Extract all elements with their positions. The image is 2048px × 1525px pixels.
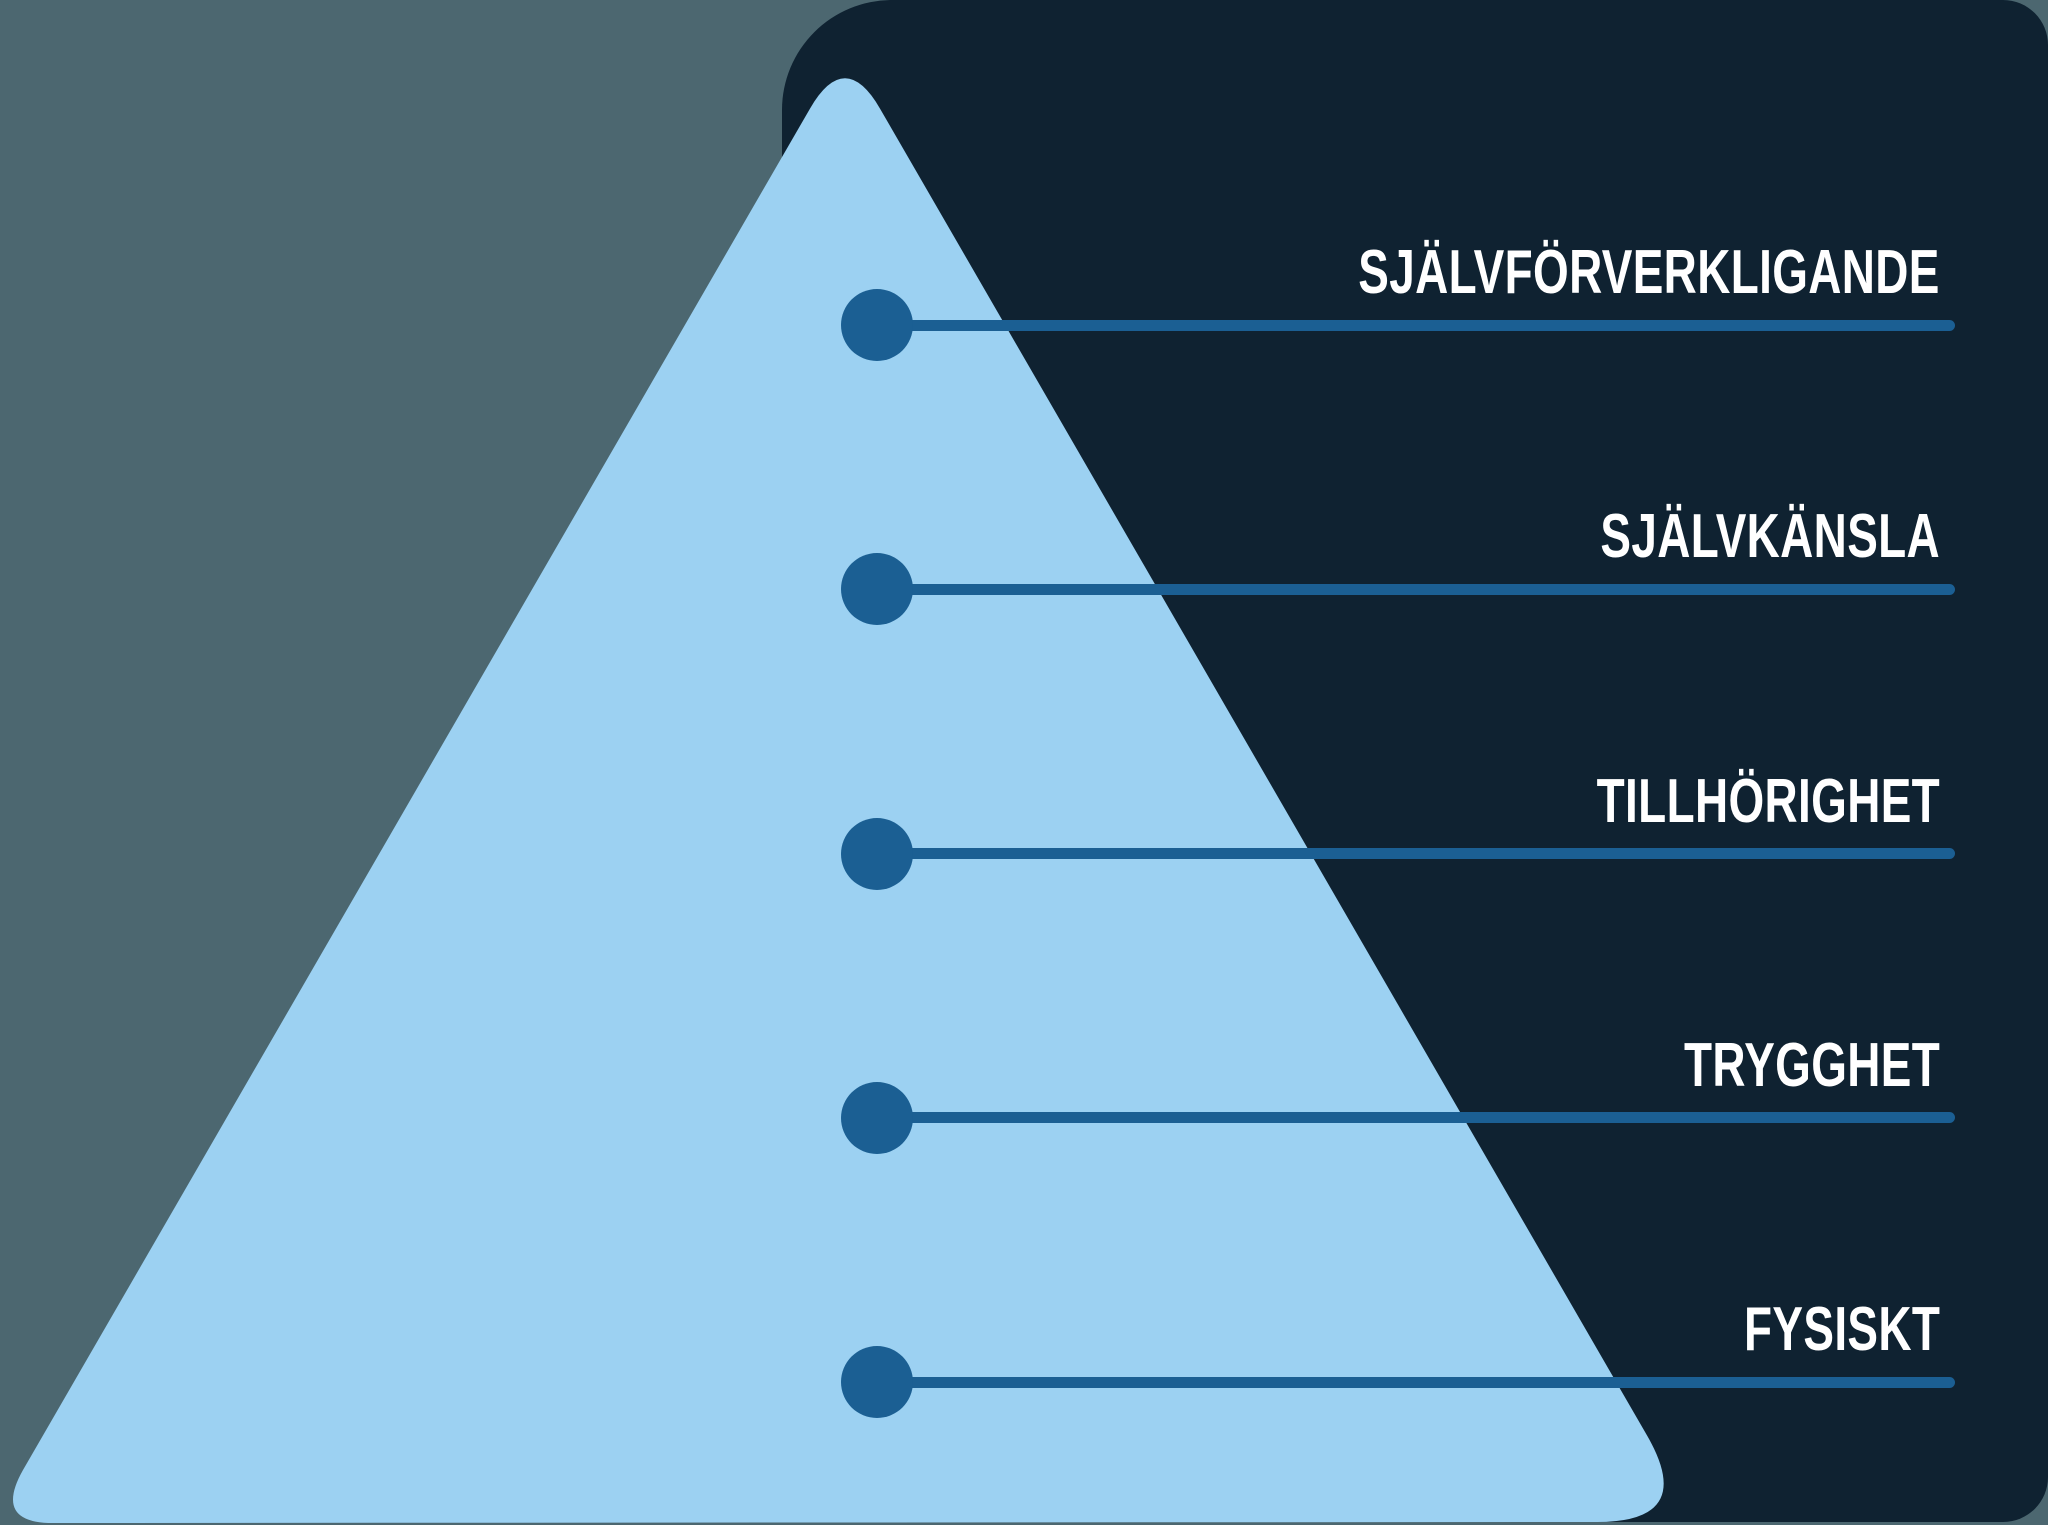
level-label: TILLHÖRIGHET (1596, 766, 1940, 836)
level-connector-line (877, 848, 1955, 859)
level-row: TRYGGHET (0, 998, 2048, 1154)
level-row: TILLHÖRIGHET (0, 734, 2048, 890)
level-label: FYSISKT (1743, 1295, 1940, 1364)
level-connector-line (877, 1112, 1955, 1124)
level-row: SJÄLVFÖRVERKLIGANDE (0, 205, 2048, 361)
level-label: SJÄLVFÖRVERKLIGANDE (1358, 238, 1940, 307)
level-label: SJÄLVKÄNSLA (1600, 502, 1940, 572)
level-row: FYSISKT (0, 1262, 2048, 1418)
level-dot (841, 1081, 913, 1154)
level-connector-line (877, 319, 1955, 331)
level-dot (841, 817, 913, 890)
level-dot (841, 289, 913, 361)
level-dot (841, 1346, 913, 1418)
level-dot (841, 553, 913, 626)
level-row: SJÄLVKÄNSLA (0, 469, 2048, 626)
pyramid-triangle (13, 78, 1664, 1523)
level-connector-line (877, 583, 1955, 595)
level-label: TRYGGHET (1683, 1030, 1940, 1100)
level-connector-line (877, 1376, 1955, 1388)
